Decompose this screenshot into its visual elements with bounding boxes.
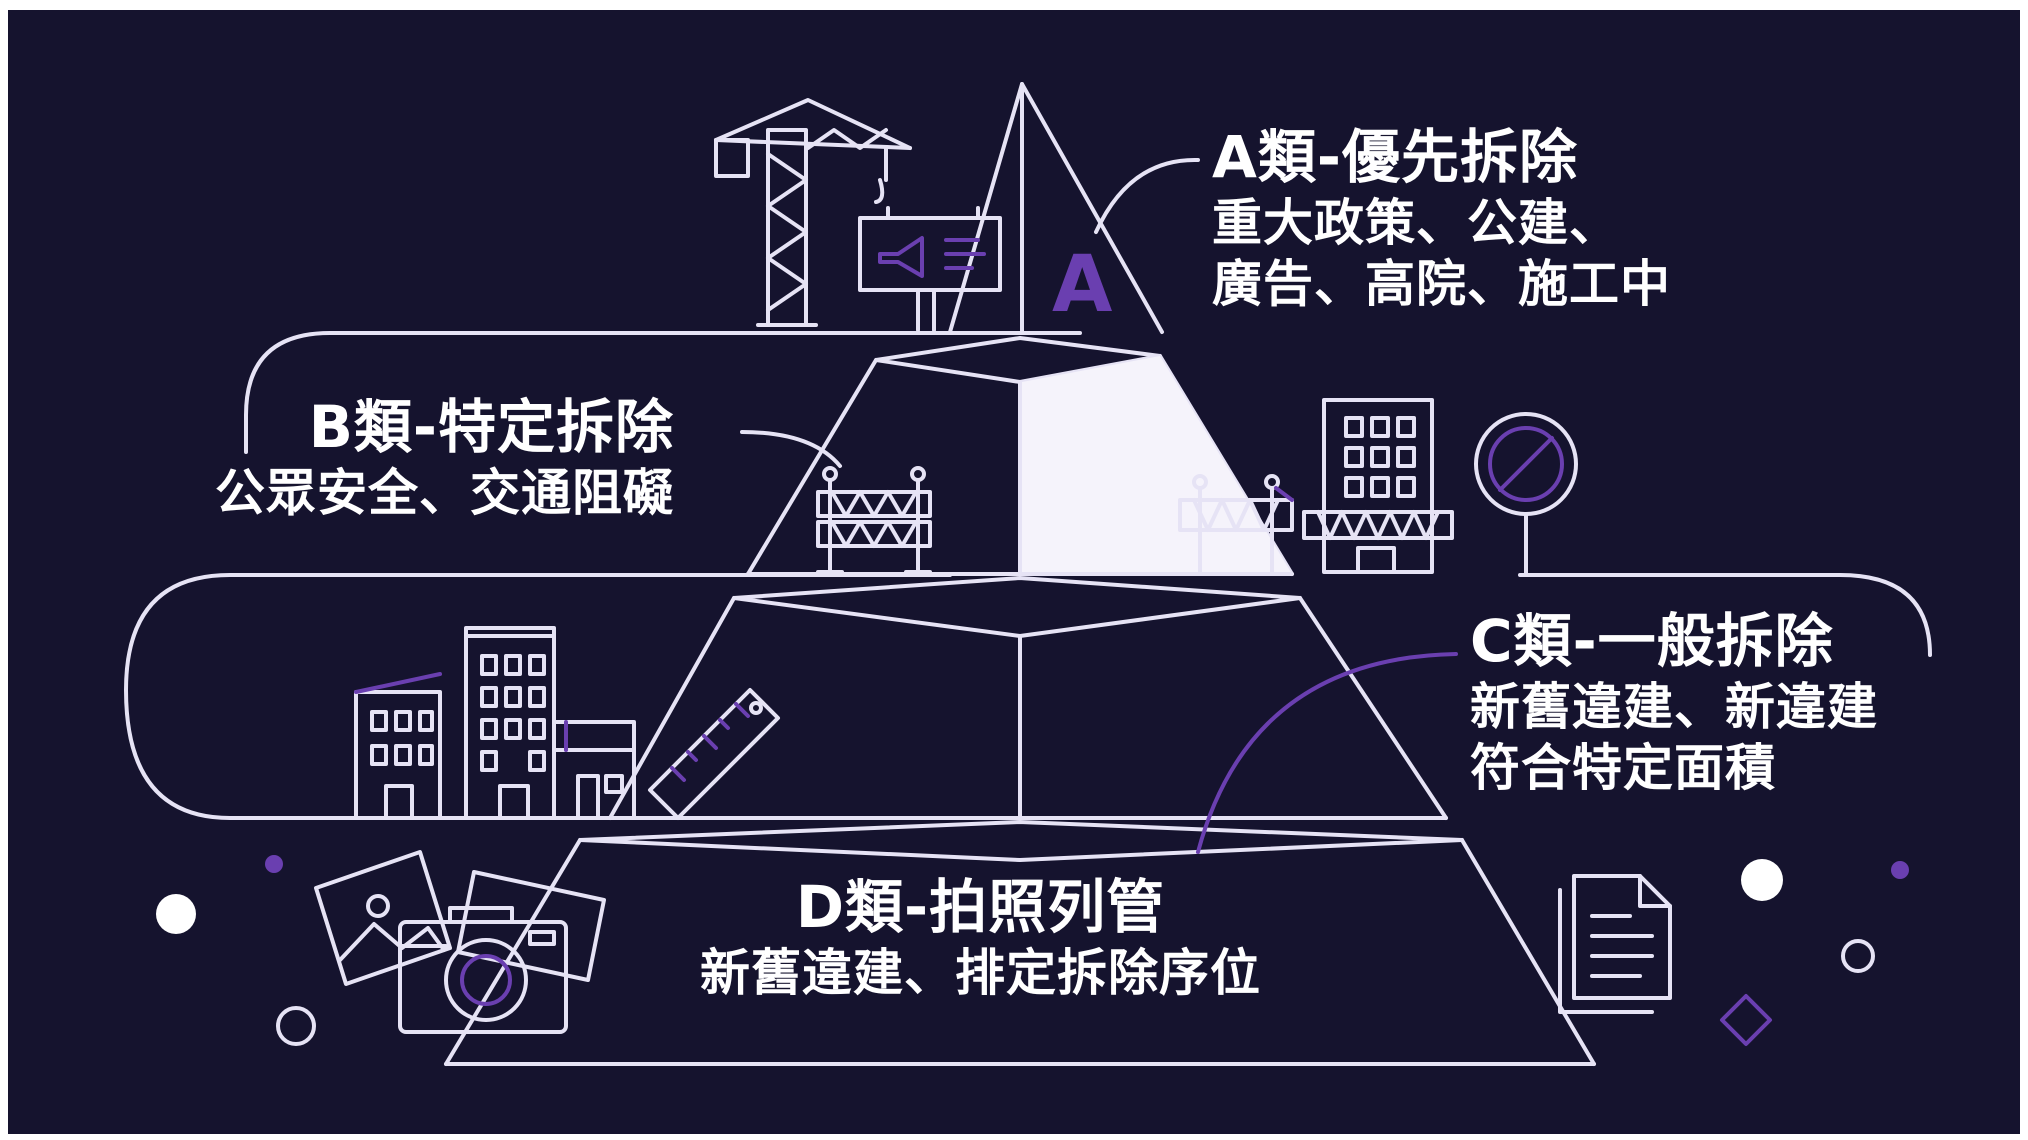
tier-b-line-1: 公眾安全、交通阻礙 — [215, 463, 674, 522]
decorations — [276, 939, 1875, 1046]
tier-c-line-1: 新舊違建、新違建 — [1470, 677, 1878, 736]
band-c — [1518, 573, 1932, 657]
tier-d-line-1: 新舊違建、排定拆除序位 — [700, 943, 1261, 1002]
tier-a-line-2: 廣告、高院、施工中 — [1212, 254, 1671, 313]
tier-c-label: C類-一般拆除 新舊違建、新違建 符合特定面積 — [1470, 606, 1878, 799]
tier-d-label: D類-拍照列管 新舊違建、排定拆除序位 — [700, 872, 1261, 1004]
tier-a-line-1: 重大政策、公建、 — [1212, 193, 1620, 252]
apex-letter: A — [1052, 240, 1113, 330]
pyramid-tier-d — [444, 820, 1596, 1066]
document-icon — [1558, 874, 1672, 1014]
pyramid-tier-c — [608, 576, 1448, 820]
leader-b — [740, 430, 842, 468]
leader-c — [1196, 652, 1458, 854]
camera-icon — [398, 906, 568, 1034]
no-entry-sign-icon — [1474, 412, 1578, 576]
tier-d-title: D類-拍照列管 — [795, 873, 1166, 941]
band-b — [244, 331, 1082, 454]
ruler-icon — [648, 688, 780, 820]
tier-a-label: A類-優先拆除 重大政策、公建、 廣告、高院、施工中 — [1212, 122, 1671, 315]
crane-icon — [714, 98, 912, 327]
photos-icon — [314, 850, 606, 986]
pyramid-apex — [948, 82, 1164, 334]
band-c-left — [124, 573, 952, 820]
city-buildings-icon — [354, 626, 636, 820]
tier-a-title: A類-優先拆除 — [1212, 123, 1578, 191]
barrier-icon — [816, 466, 932, 574]
tier-b-title: B類-特定拆除 — [308, 393, 674, 461]
barrier-icon-right — [1178, 474, 1294, 574]
office-building-icon — [1302, 398, 1454, 574]
decoration-dots — [156, 855, 1909, 934]
leader-a — [1094, 157, 1200, 234]
billboard-icon — [858, 206, 1002, 332]
tier-c-line-2: 符合特定面積 — [1470, 738, 1776, 797]
tier-c-title: C類-一般拆除 — [1470, 607, 1834, 675]
tier-b-label: B類-特定拆除 公眾安全、交通阻礙 — [215, 392, 674, 524]
